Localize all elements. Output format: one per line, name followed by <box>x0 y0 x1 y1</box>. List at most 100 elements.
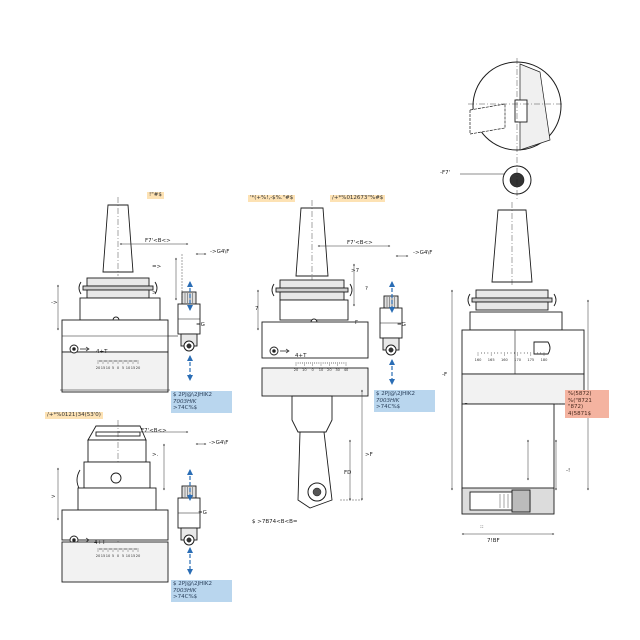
cartridge-screw <box>181 485 197 499</box>
tag-line: %(5872) <box>568 391 592 397</box>
scale-label: 20 <box>294 368 299 372</box>
cartridge-screw <box>383 295 399 309</box>
insert-hole <box>388 347 394 353</box>
scale-label: 40 <box>344 368 349 372</box>
tag-line: 7003HIK <box>173 587 197 594</box>
flange-ring <box>279 291 345 301</box>
scale-label: 5 <box>112 366 114 370</box>
flange-notch <box>553 293 557 307</box>
range-tag: %(5872) %("8721 "872) 4(5871$ <box>565 390 609 419</box>
adjustment-tag: $ 2PJ@\2JHIK2 7003HIK >74C%$ <box>374 390 435 412</box>
extension-neck <box>291 395 333 433</box>
view-title-tag: '*(+%!,-$%."#$ <box>248 195 296 202</box>
scale-label: 160 <box>501 358 509 362</box>
flange-notch <box>154 281 158 295</box>
adjustment-tag: $ 2PJ@\2JHIK2 7003HIK >74C%$ <box>171 580 232 602</box>
scale-label: 5 <box>112 554 114 558</box>
scale-label: 5 <box>122 554 124 558</box>
height-dimension: ->G4\F <box>210 249 230 255</box>
flange-notch <box>349 283 353 297</box>
scale-label: 10 <box>126 366 131 370</box>
tag-line: $ 2PJ@\2JHIK2 <box>173 392 213 398</box>
flange-ring <box>86 277 150 287</box>
height-dimension: ->G4\F <box>413 250 433 256</box>
slide-body <box>261 367 369 397</box>
tag-line: 7003HIK <box>173 398 197 405</box>
scale-label: 15 <box>131 366 136 370</box>
tag-line: >74C%$ <box>173 405 198 412</box>
scale-label: 15 <box>101 366 106 370</box>
scale-label: 15 <box>131 554 136 558</box>
flange-notch <box>78 281 82 295</box>
tag-line: $ 2PJ@\2JHIK2 <box>173 581 213 587</box>
flange-groove <box>275 287 349 293</box>
a-dimension: -! <box>566 468 571 474</box>
scale-label: 165 <box>488 358 495 362</box>
slot-key <box>533 341 551 355</box>
top-dimension: -F7' <box>440 170 451 176</box>
spindle-block <box>79 297 161 321</box>
main-body <box>61 509 169 541</box>
insert-hole <box>186 537 192 543</box>
g-mark: =G <box>397 322 406 328</box>
spindle-block <box>77 487 157 511</box>
flange-ring <box>86 289 150 299</box>
tag-line: %("8721 <box>568 397 592 404</box>
flange-ring <box>475 289 549 299</box>
scale-label: 10 <box>106 366 111 370</box>
offset-dimension: F7'<B<> <box>141 428 167 434</box>
wrench-icon <box>280 348 290 354</box>
scale-label: 0 <box>117 366 120 370</box>
main-body <box>261 321 369 359</box>
offset-dimension: F7'<B<> <box>145 238 171 244</box>
insert-hole <box>186 343 192 349</box>
g-mark: =G <box>198 510 207 516</box>
small-dimension: => <box>152 264 162 270</box>
slide-body <box>61 541 169 583</box>
scale-label: 20 <box>327 368 332 372</box>
fd-dimension: FD <box>344 470 352 476</box>
small-dimension: >7 <box>351 268 360 274</box>
view-title-tag: !"#$ <box>147 192 164 199</box>
flange-notch <box>76 469 81 491</box>
scale-label: 15 <box>101 554 106 558</box>
height-dimension: ->G4\F <box>209 440 229 446</box>
spindle-block <box>469 311 563 331</box>
spindle-block <box>279 299 349 321</box>
bottom-dimension: 7!BF <box>487 538 500 544</box>
flange-groove <box>471 297 553 303</box>
bar-end-hole <box>312 487 322 497</box>
scale-label: 20 <box>96 366 101 370</box>
wrench-icon <box>80 537 90 543</box>
tag-line: >74C%$ <box>376 404 401 411</box>
scale-label: 20 <box>96 554 101 558</box>
scale-label: 160 <box>475 358 483 362</box>
side-dimension: > <box>152 290 157 296</box>
wrench-label: 4+T <box>94 540 106 546</box>
left-dimension: > <box>51 494 56 500</box>
flange-ring <box>279 279 345 289</box>
scale-label: 30 <box>335 368 340 372</box>
wrench-label: 4+T <box>96 349 108 355</box>
scale-label: 180 <box>541 358 549 362</box>
scale-label: 5 <box>122 366 124 370</box>
bottom-label: $ >7B74<B<B= <box>252 519 298 525</box>
wrench-socket-hole <box>72 347 76 351</box>
b-dimension: :: <box>480 524 484 530</box>
flange-ring <box>475 301 549 311</box>
scale-label: 20 <box>136 366 141 370</box>
scale-label: 170 <box>514 358 522 362</box>
nose-block <box>511 489 531 513</box>
tag-line: 4(5871$ <box>568 410 592 417</box>
top-view-arm <box>469 103 506 135</box>
view-title-tag: /+*%0121)34(53'0) <box>45 412 103 419</box>
scale-label: 0 <box>312 368 315 372</box>
holder-neck <box>87 439 147 463</box>
clamp-screw <box>110 472 122 484</box>
tag-line: 7003HIK <box>376 397 400 404</box>
tag-line: >74C%$ <box>173 594 198 601</box>
wrench-socket-hole <box>72 538 76 542</box>
cartridge-screw <box>181 291 197 305</box>
